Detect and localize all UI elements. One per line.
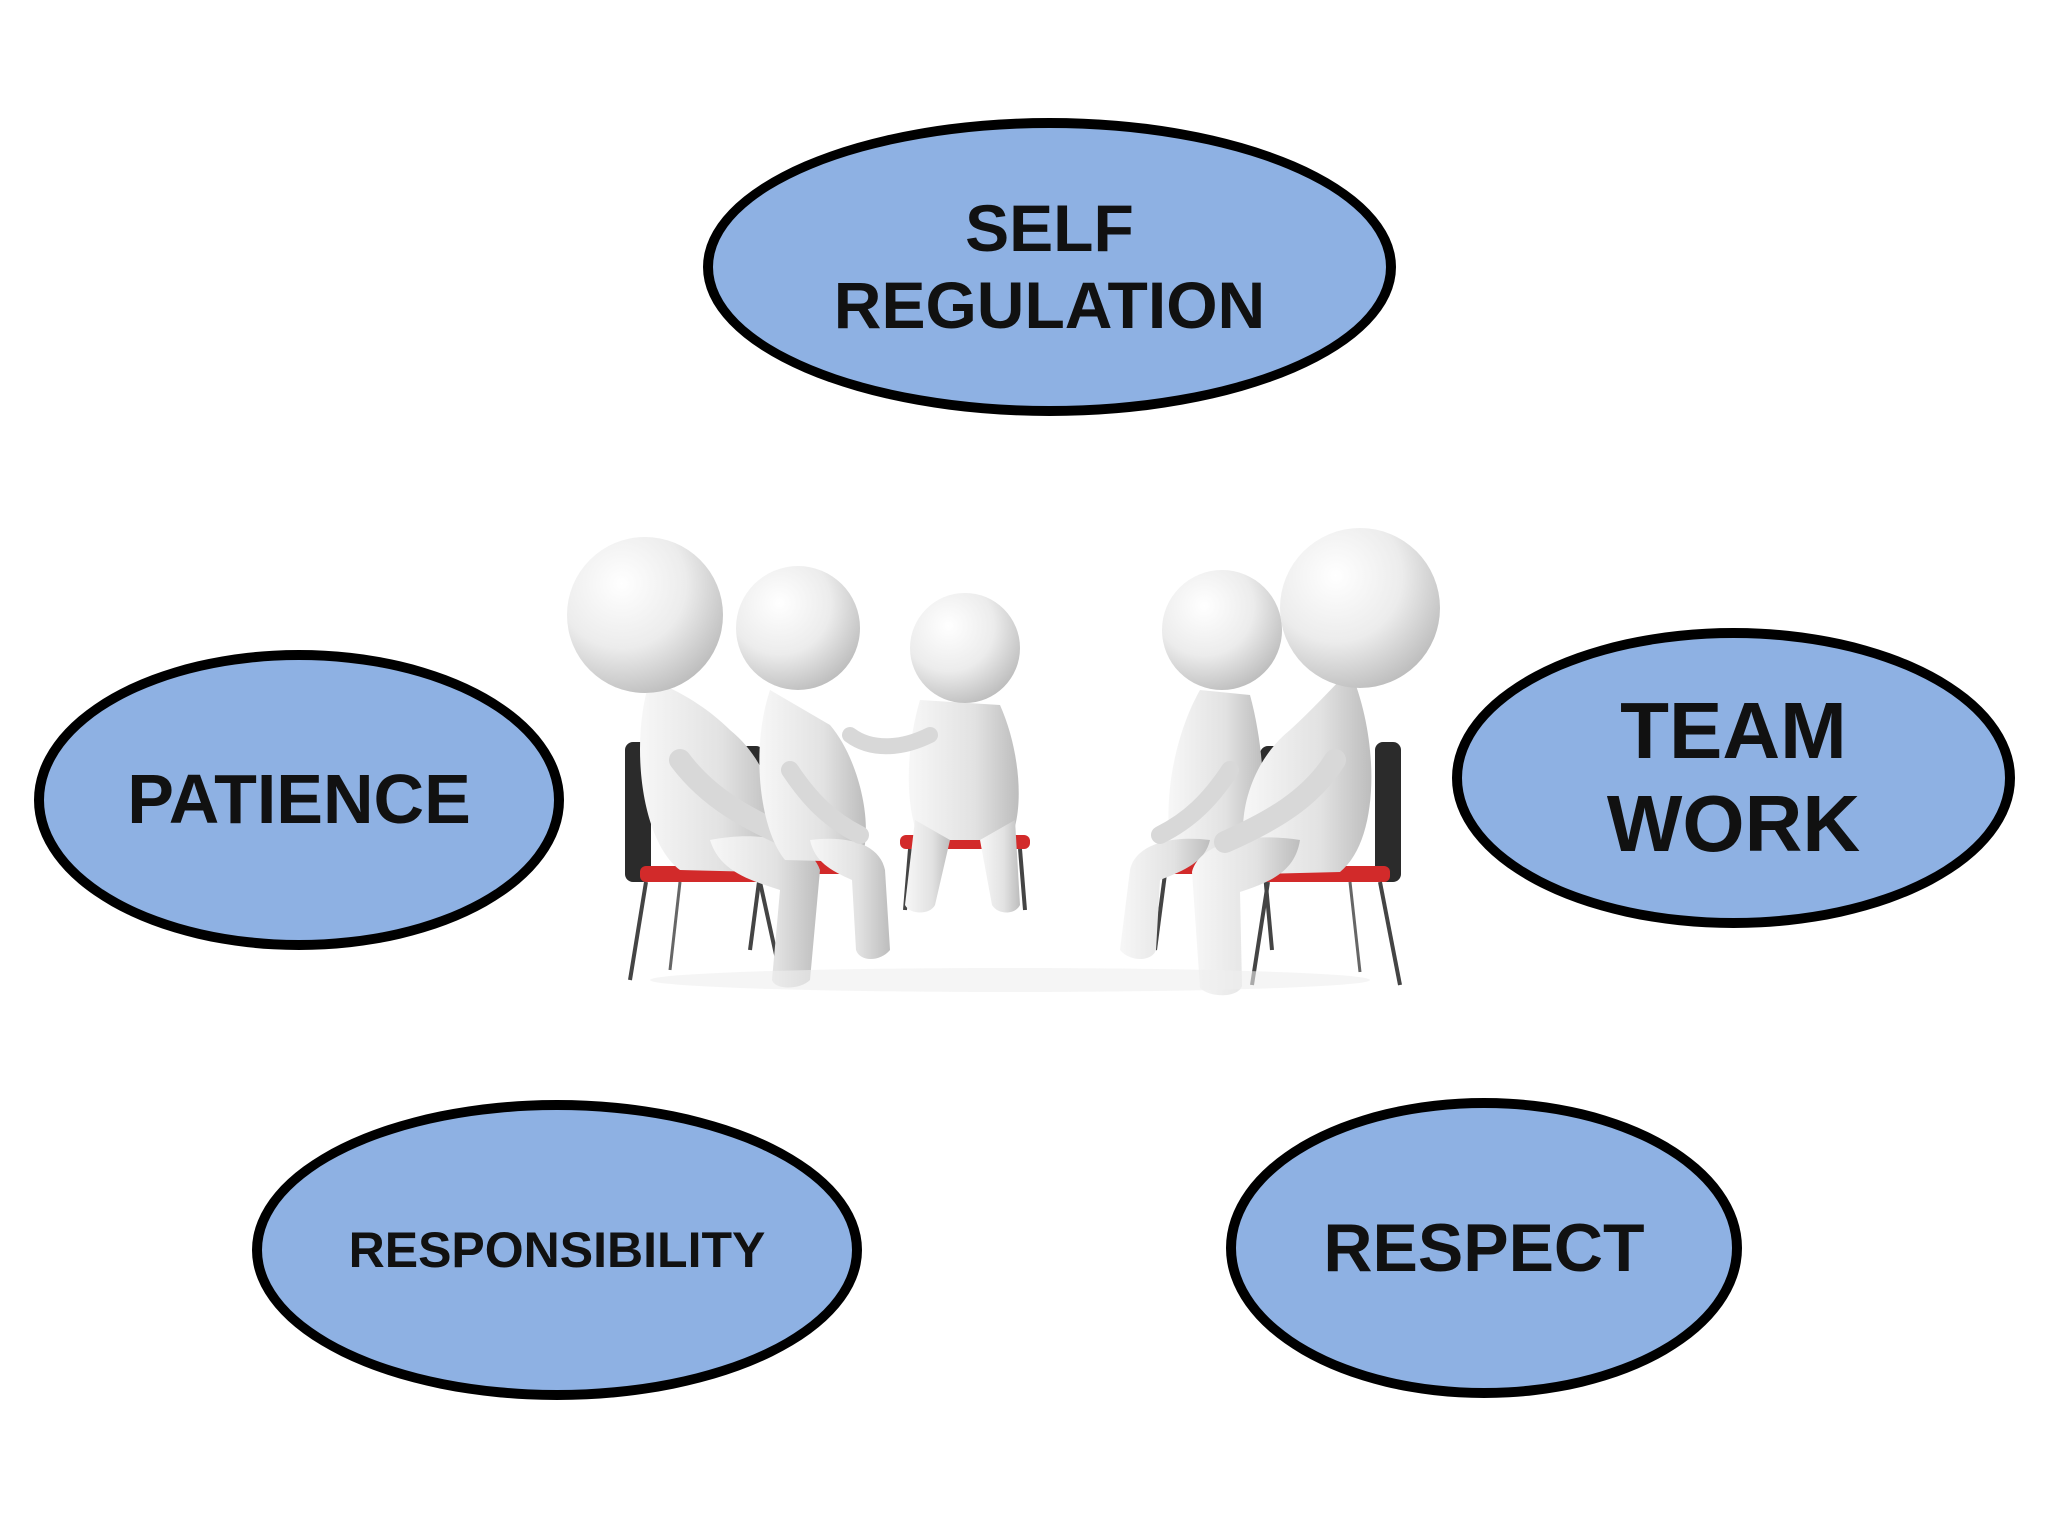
patience-oval: PATIENCE <box>34 650 564 950</box>
team-work-oval: TEAM WORK <box>1452 628 2015 928</box>
self-regulation-label: SELF REGULATION <box>833 191 1266 342</box>
respect-label: RESPECT <box>1323 1209 1645 1286</box>
respect-oval: RESPECT <box>1226 1098 1742 1398</box>
figure-left <box>567 537 820 988</box>
responsibility-oval: RESPONSIBILITY <box>252 1100 862 1400</box>
self-regulation-oval: SELF REGULATION <box>703 118 1396 416</box>
responsibility-label: RESPONSIBILITY <box>348 1222 766 1278</box>
figure-second-left <box>736 566 890 959</box>
figure-center <box>842 593 1020 913</box>
figure-right <box>1192 528 1440 996</box>
patience-label: PATIENCE <box>127 760 471 839</box>
figure-second-right <box>1120 570 1282 959</box>
group-discussion-illustration <box>567 528 1440 996</box>
team-work-label: TEAM WORK <box>1606 686 1861 868</box>
